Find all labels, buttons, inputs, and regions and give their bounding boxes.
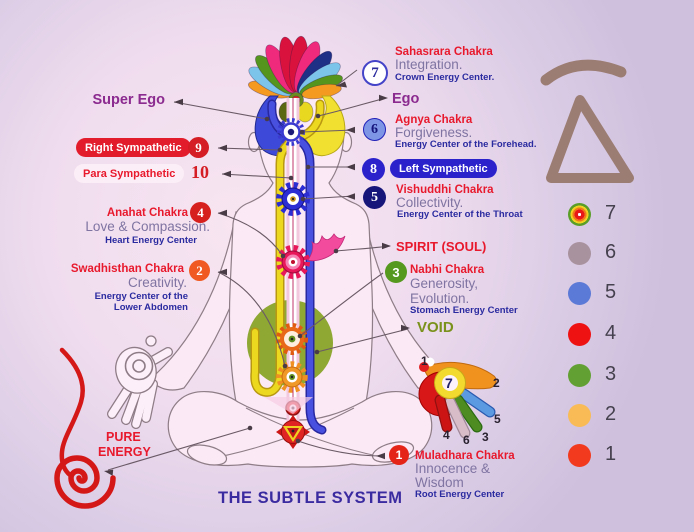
pure-energy-label-1: PURE — [106, 430, 141, 444]
swadhisthan-name: Swadhisthan Chakra — [70, 263, 184, 275]
nabhi-center: Stomach Energy Center — [410, 305, 518, 316]
connector-dots — [104, 81, 410, 476]
right-sympathetic-channel — [250, 99, 325, 397]
agnya-quality: Forgiveness. — [395, 125, 473, 140]
sahasrara-name: Sahasrara Chakra — [395, 46, 493, 58]
legend-dot-5 — [568, 282, 591, 305]
anahat-center: Heart Energy Center — [105, 235, 197, 246]
swadhisthan-center-2: Lower Abdomen — [113, 302, 188, 313]
spirit-label: SPIRIT (SOUL) — [396, 239, 487, 254]
nabhi-name: Nabhi Chakra — [410, 264, 485, 276]
nabhi-quality-2: Evolution. — [410, 291, 470, 306]
anahat-name: Anahat Chakra — [106, 207, 188, 219]
para-sympathetic-number: 10 — [191, 162, 209, 182]
legend-number-2: 2 — [605, 403, 617, 425]
sahasrara-number: 7 — [362, 60, 388, 86]
hand-number-5: 5 — [494, 412, 501, 426]
sacrum-triangle — [264, 397, 313, 414]
right-sympathetic-pill: Right Sympathetic — [76, 138, 191, 157]
legend-number-7: 7 — [605, 202, 617, 224]
swadhisthan-number: 2 — [189, 260, 210, 281]
vishuddhi-name: Vishuddhi Chakra — [396, 184, 494, 196]
legend-number-6: 6 — [605, 241, 617, 263]
hand-number-1: 1 — [421, 354, 428, 368]
swadhisthan-chakra-icon — [276, 361, 308, 393]
hand-number-4: 4 — [443, 428, 450, 442]
left-sympathetic-number: 8 — [362, 158, 385, 181]
sahasrara-center: Crown Energy Center. — [395, 72, 495, 83]
left-palm-icon — [107, 335, 173, 429]
page-title: THE SUBTLE SYSTEM — [218, 489, 403, 507]
vishuddhi-quality: Collectivity. — [396, 195, 464, 210]
vishuddhi-number: 5 — [363, 186, 386, 209]
hand-number-6: 6 — [463, 433, 470, 447]
legend-dot-6 — [568, 242, 591, 265]
legend-number-3: 3 — [605, 363, 617, 385]
right-hand-chakra-map-icon — [418, 357, 497, 439]
left-sympathetic-pill: Left Sympathetic — [390, 159, 497, 178]
legend-number-1: 1 — [605, 443, 617, 465]
sahasrara-quality: Integration. — [395, 57, 463, 72]
agnya-name: Agnya Chakra — [395, 114, 473, 126]
muladhara-name: Muladhara Chakra — [415, 450, 515, 462]
muladhara-center: Root Energy Center — [415, 489, 505, 500]
anahat-number: 4 — [190, 202, 211, 223]
hand-number-2: 2 — [493, 376, 500, 390]
super-ego-label: Super Ego — [92, 92, 165, 108]
nabhi-chakra-icon — [276, 323, 308, 355]
crown-lotus-icon — [248, 35, 343, 123]
kundalini-spiral-icon — [54, 347, 116, 509]
swadhisthan-center-1: Energy Center of the — [94, 291, 188, 302]
triangle-symbol-icon — [540, 59, 634, 183]
muladhara-chakra-icon — [276, 415, 310, 449]
muladhara-quality-2: Wisdom — [415, 475, 464, 490]
para-sympathetic-pill: Para Sympathetic — [74, 164, 185, 183]
agnya-center: Energy Center of the Forehead. — [395, 139, 537, 150]
swadhisthan-quality: Creativity. — [127, 275, 187, 290]
vishuddhi-center: Energy Center of the Throat — [397, 209, 523, 220]
void-label: VOID — [417, 319, 454, 336]
anahat-chakra-icon — [276, 245, 310, 279]
legend-number-4: 4 — [605, 322, 617, 344]
agnya-number: 6 — [363, 118, 386, 141]
meditating-figure — [107, 35, 497, 468]
anahat-quality: Love & Compassion. — [85, 219, 210, 234]
pure-energy-label-2: ENERGY — [98, 445, 151, 459]
muladhara-quality-1: Innocence & — [415, 461, 491, 476]
hand-number-3: 3 — [482, 430, 489, 444]
legend-dot-1 — [568, 444, 591, 467]
legend-dot-2 — [568, 404, 591, 427]
legend-dot-7 — [568, 203, 591, 226]
spirit-flame-icon — [307, 233, 346, 262]
nabhi-quality-1: Generosity, — [410, 276, 479, 291]
legend-dot-3 — [568, 364, 591, 387]
nabhi-number: 3 — [385, 261, 407, 283]
legend-dot-4 — [568, 323, 591, 346]
right-sympathetic-number: 9 — [188, 137, 209, 158]
left-foot — [186, 444, 228, 466]
legend-number-5: 5 — [605, 281, 617, 303]
hand-number-7: 7 — [445, 375, 453, 391]
left-sympathetic-channel — [267, 99, 327, 435]
ego-label: Ego — [392, 91, 420, 107]
muladhara-number: 1 — [389, 445, 409, 465]
